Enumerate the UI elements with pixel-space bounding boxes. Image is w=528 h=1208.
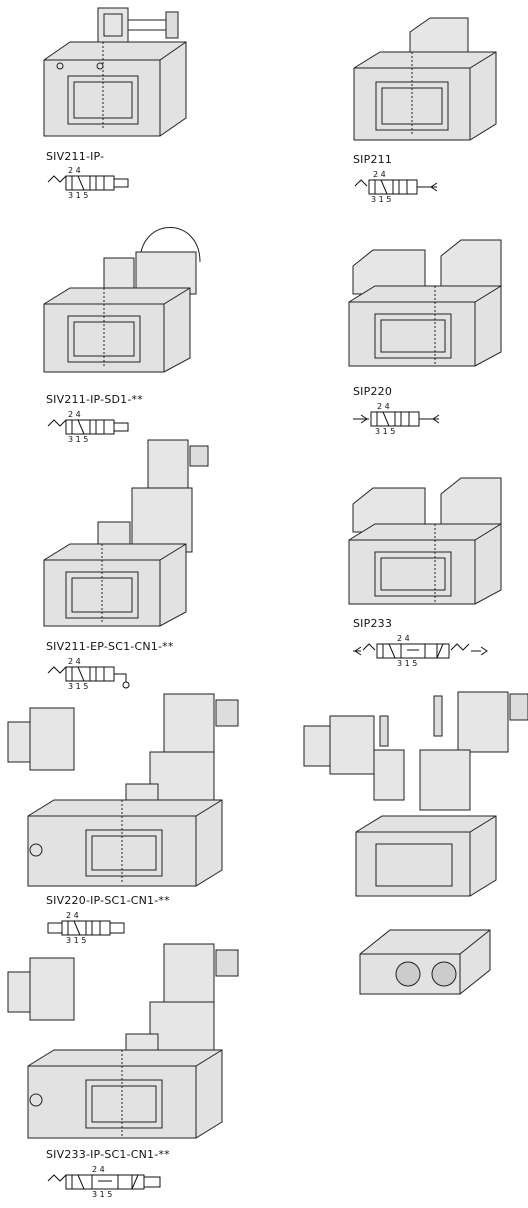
model-label: SIP211: [353, 153, 393, 166]
model-label: SIP233: [353, 617, 393, 630]
ports-top: 2 4: [68, 166, 81, 175]
model-label: SIV220-IP-SC1-CN1-**: [46, 894, 170, 907]
ports-top: 2 4: [373, 170, 386, 179]
ports-bottom: 3 1 5: [68, 191, 88, 200]
ports-bottom: 3 1 5: [371, 195, 391, 204]
valve-drawing-sip233: [345, 474, 505, 605]
ports-bottom: 3 1 5: [66, 936, 86, 945]
model-label: SIP220: [353, 385, 393, 398]
ports-top: 2 4: [68, 657, 81, 666]
ports-top: 2 4: [66, 911, 79, 920]
ports-top: 2 4: [68, 410, 81, 419]
model-label: SIV233-IP-SC1-CN1-**: [46, 1148, 170, 1161]
valve-drawing-siv211-ip: [40, 0, 190, 140]
ports-top: 2 4: [377, 402, 390, 411]
pneumatic-symbol: 2 4 3 1 5: [353, 632, 493, 668]
pneumatic-symbol: 2 4 3 1 5: [46, 909, 146, 945]
model-label: SIV211-EP-SC1-CN1-**: [46, 640, 174, 653]
pneumatic-symbol: 2 4 3 1 5: [46, 164, 136, 200]
valve-drawing-manifold-exploded: [300, 680, 528, 1000]
ports-bottom: 3 1 5: [375, 427, 395, 436]
ports-bottom: 3 1 5: [68, 682, 88, 691]
valve-drawing-siv233-ip: [0, 930, 245, 1145]
ports-bottom: 3 1 5: [92, 1190, 112, 1199]
ports-bottom: 3 1 5: [397, 659, 417, 668]
valve-drawing-sip211: [350, 12, 500, 142]
valve-drawing-sip220: [345, 236, 505, 367]
model-label: SIV211-IP-: [46, 150, 105, 163]
ports-top: 2 4: [92, 1165, 105, 1174]
valve-drawing-siv211-ip-sd1: [40, 222, 201, 373]
model-label: SIV211-IP-SD1-**: [46, 393, 143, 406]
valve-drawing-siv220-ip: [0, 680, 245, 890]
ports-bottom: 3 1 5: [68, 435, 88, 444]
valve-drawing-siv211-ep: [40, 426, 210, 627]
pneumatic-symbol: 2 4 3 1 5: [353, 168, 453, 204]
pneumatic-symbol: 2 4 3 1 5: [46, 1163, 176, 1203]
ports-top: 2 4: [397, 634, 410, 643]
pneumatic-symbol: 2 4 3 1 5: [46, 655, 136, 691]
pneumatic-symbol: 2 4 3 1 5: [353, 400, 453, 436]
pneumatic-symbol: 2 4 3 1 5: [46, 408, 136, 444]
